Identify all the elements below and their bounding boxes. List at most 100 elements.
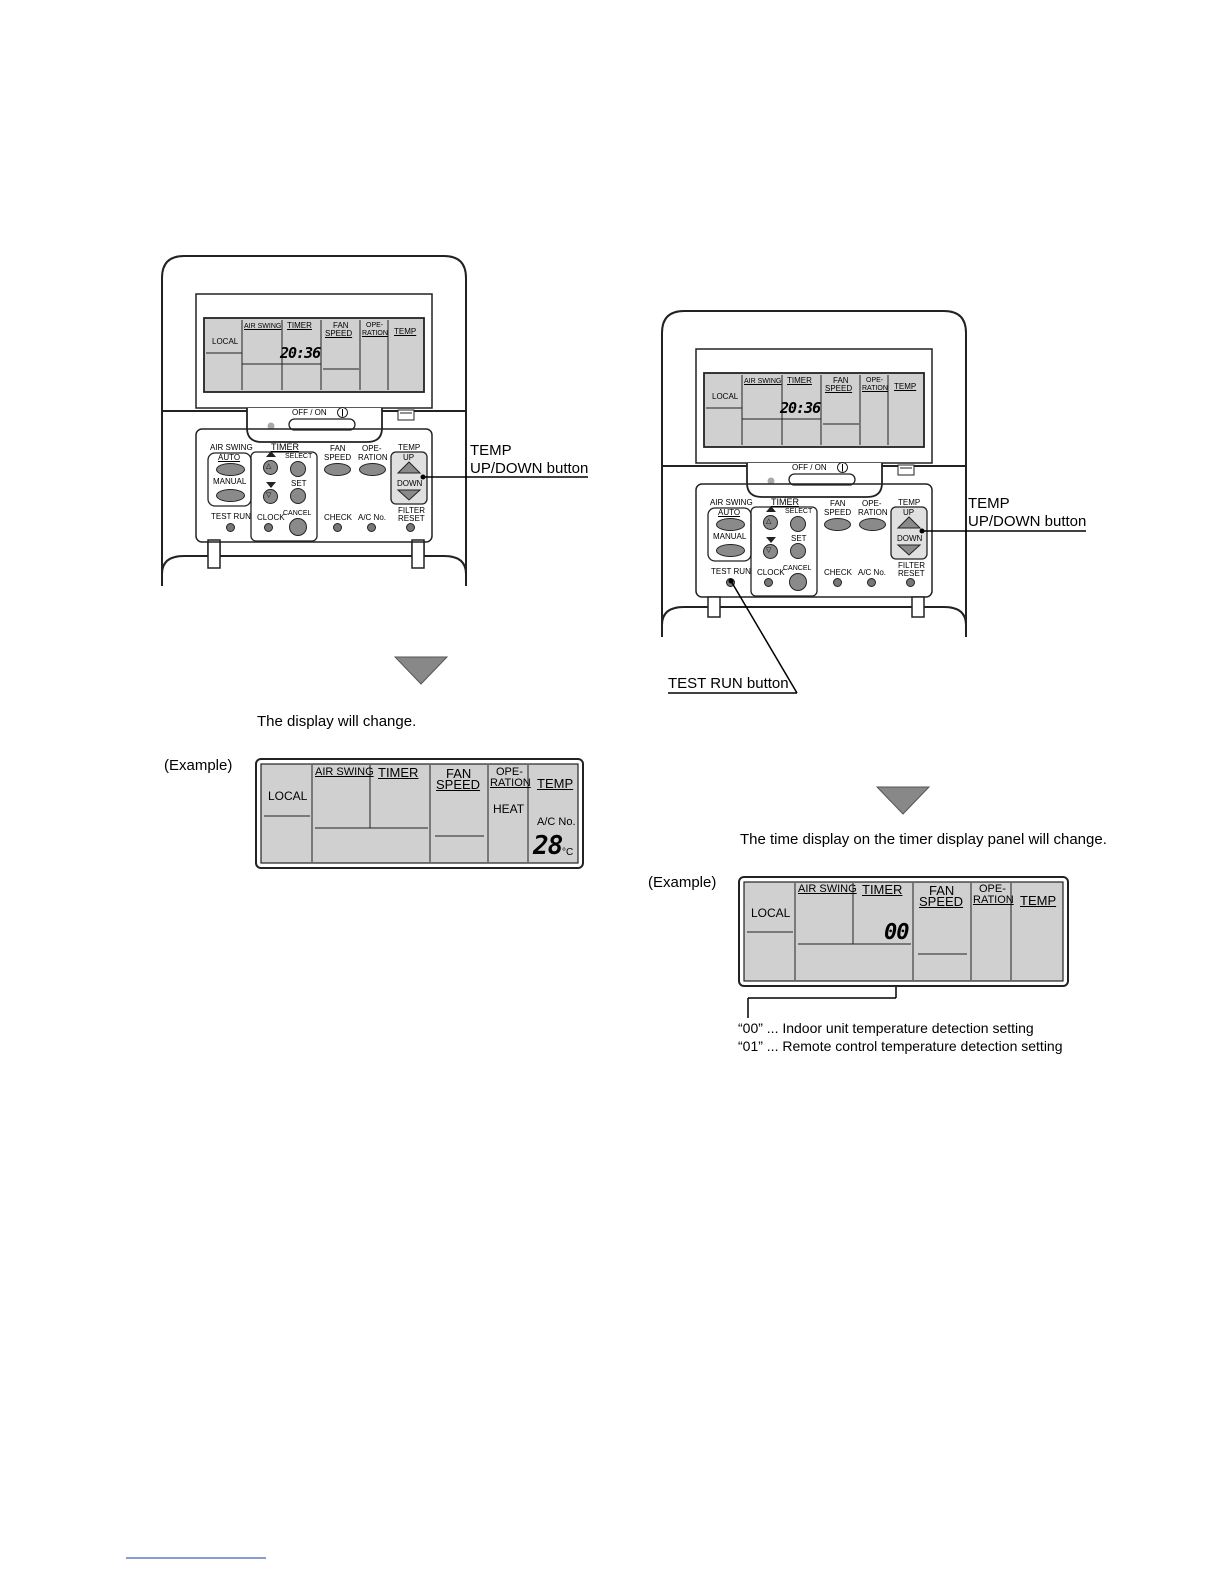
filter-reset-button[interactable] — [406, 523, 415, 532]
manual-label: MANUAL — [213, 477, 247, 486]
clock-label: CLOCK — [257, 513, 285, 522]
auto-button[interactable] — [216, 463, 245, 476]
fan-speed-button[interactable] — [324, 463, 351, 476]
clock-label: CLOCK — [757, 568, 785, 577]
timer-down-button[interactable] — [263, 489, 278, 504]
select-button[interactable] — [790, 516, 806, 532]
select-label: SELECT — [285, 453, 313, 460]
lcd-air-swing-label: AIR SWING — [244, 323, 282, 330]
lcd-air-swing-label: AIR SWING — [315, 766, 374, 778]
check-button[interactable] — [833, 578, 842, 587]
ac-no-label: A/C No. — [858, 568, 887, 577]
auto-button[interactable] — [716, 518, 745, 531]
down-arrow-icon — [394, 656, 449, 685]
ration-label: RATION — [858, 508, 888, 517]
select-button[interactable] — [290, 461, 306, 477]
timer-up-button[interactable] — [263, 460, 278, 475]
lcd-local-label: LOCAL — [212, 337, 239, 346]
operation-button[interactable] — [859, 518, 886, 531]
check-button[interactable] — [333, 523, 342, 532]
lcd-frame — [255, 758, 584, 869]
lcd-temp-label: TEMP — [394, 327, 417, 336]
lcd-ration-label: RATION — [362, 330, 388, 337]
lcd-frame — [738, 876, 1069, 987]
fan-speed-button[interactable] — [824, 518, 851, 531]
lcd-ac-no-label: A/C No. — [537, 816, 576, 828]
lcd-fan-label: FAN — [833, 376, 849, 385]
up-label: UP — [903, 508, 915, 517]
temp-callout-line1: TEMP — [968, 495, 1010, 512]
reset-label: RESET — [898, 569, 925, 578]
lcd-fan-label: FAN — [446, 766, 472, 781]
ac-no-label: A/C No. — [358, 513, 387, 522]
lcd-local-label: LOCAL — [268, 789, 308, 803]
off-on-label: OFF / ON — [292, 408, 327, 417]
timer-up-button[interactable] — [763, 515, 778, 530]
lcd-ration-label: RATION — [973, 894, 1014, 906]
lcd-fan-label: FAN — [929, 883, 955, 898]
lcd-local-label: LOCAL — [751, 906, 791, 920]
set-button[interactable] — [290, 488, 306, 504]
lcd-ration-label: RATION — [490, 777, 531, 789]
ac-no-button[interactable] — [867, 578, 876, 587]
speed-label: SPEED — [824, 508, 852, 517]
remote-body-outline — [661, 310, 967, 637]
lcd-time-readout: 20:36 — [780, 399, 821, 417]
off-on-label: OFF / ON — [792, 463, 827, 472]
lcd-speed-label: SPEED — [325, 329, 353, 338]
right-example-lcd: AIR SWING TIMER FAN SPEED OPE- RATION TE… — [738, 876, 1070, 988]
temp-callout-line1: TEMP — [470, 442, 512, 459]
cancel-button[interactable] — [789, 573, 807, 591]
triangle-down-icon: ▽ — [766, 547, 772, 554]
down-arrow-icon — [876, 786, 931, 815]
timer-label: TIMER — [771, 497, 799, 507]
timer-down-button[interactable] — [763, 544, 778, 559]
manual-button[interactable] — [216, 489, 245, 502]
operation-button[interactable] — [359, 463, 386, 476]
temp-callout-line2: UP/DOWN button — [968, 513, 1087, 530]
set-label: SET — [291, 479, 307, 488]
lcd-temperature-readout: 28 — [533, 831, 563, 861]
lcd-timer-label: TIMER — [787, 376, 812, 385]
temp-label: TEMP — [398, 443, 421, 452]
lcd-air-swing-label: AIR SWING — [744, 378, 782, 385]
clock-button[interactable] — [764, 578, 773, 587]
down-label: DOWN — [397, 479, 423, 488]
lcd-timer-label: TIMER — [287, 321, 312, 330]
lcd-speed-label: SPEED — [919, 894, 964, 909]
lcd-speed-label: SPEED — [825, 384, 853, 393]
cancel-button[interactable] — [289, 518, 307, 536]
lcd-fan-label: FAN — [333, 321, 349, 330]
cancel-label: CANCEL — [783, 565, 812, 572]
lcd-ration-label: RATION — [862, 385, 888, 392]
test-run-label: TEST RUN — [211, 512, 251, 521]
right-caption: The time display on the timer display pa… — [740, 831, 1107, 848]
lcd-ope-label: OPE- — [496, 766, 523, 778]
clock-button[interactable] — [264, 523, 273, 532]
lcd-unit-label: °C — [562, 847, 574, 858]
set-label: SET — [791, 534, 807, 543]
temp-callout-line2: UP/DOWN button — [470, 460, 589, 477]
manual-label: MANUAL — [713, 532, 747, 541]
lcd-air-swing-label: AIR SWING — [798, 883, 857, 895]
ac-no-button[interactable] — [367, 523, 376, 532]
triangle-up-icon: △ — [766, 518, 772, 525]
lcd-local-label: LOCAL — [712, 392, 739, 401]
fan-label: FAN — [830, 499, 846, 508]
test-run-button[interactable] — [226, 523, 235, 532]
left-caption: The display will change. — [257, 713, 417, 730]
note-00: “00” ... Indoor unit temperature detecti… — [738, 1020, 1034, 1036]
set-button[interactable] — [790, 543, 806, 559]
reset-label: RESET — [398, 514, 425, 523]
lcd-ope-label: OPE- — [366, 322, 384, 329]
manual-button[interactable] — [716, 544, 745, 557]
down-label: DOWN — [897, 534, 923, 543]
filter-reset-button[interactable] — [906, 578, 915, 587]
air-swing-label: AIR SWING — [210, 443, 253, 452]
lcd-timer-readout: 00 — [884, 920, 909, 945]
left-example-lcd: AIR SWING TIMER FAN SPEED OPE- RATION TE… — [255, 758, 585, 870]
lcd-temp-label: TEMP — [537, 776, 574, 791]
lcd-ope-label: OPE- — [866, 377, 884, 384]
up-label: UP — [403, 453, 415, 462]
